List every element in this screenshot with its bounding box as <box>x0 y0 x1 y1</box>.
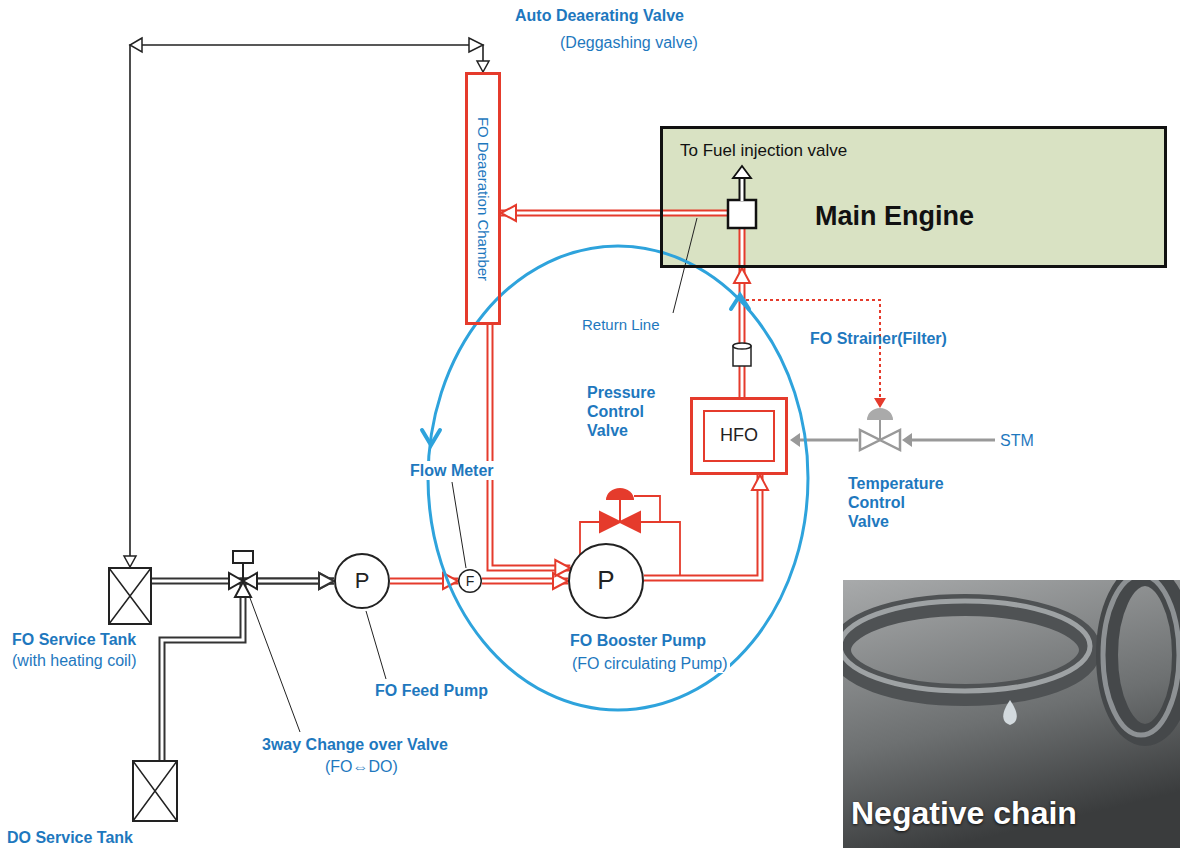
pipe-line <box>644 475 760 578</box>
valve-actuator <box>233 551 253 563</box>
service-tank: DO Service Tank <box>132 760 178 822</box>
loop-arrow <box>731 295 749 309</box>
callout-label: Auto Deaerating Valve <box>515 6 684 25</box>
callout-label: (Deggashing valve) <box>560 33 698 52</box>
node-text: (with heating coil) <box>12 651 137 670</box>
node-text: Negative chain <box>851 794 1077 832</box>
arrow-head <box>124 556 136 567</box>
service-tank: FO Service Tank(with heating coil) <box>108 567 152 625</box>
callout-label: FO Feed Pump <box>375 681 488 700</box>
valve-stem <box>879 420 881 440</box>
pipe-line <box>162 581 334 760</box>
pipe-line <box>741 268 744 397</box>
temperature-valve <box>880 430 900 450</box>
engine-box: To Fuel injection valveMain Engine <box>660 126 1167 268</box>
temperature-valve <box>860 430 880 450</box>
callout-label: Pressure Control Valve <box>587 383 667 441</box>
callout-label: Return Line <box>580 316 662 334</box>
flow-meter-symbol: F <box>458 569 482 593</box>
pipe-line <box>501 210 660 217</box>
pipe-line <box>739 268 746 397</box>
circle-outline <box>335 554 389 608</box>
loop-arrow <box>422 430 440 445</box>
callout-label: FO Booster Pump <box>570 631 706 650</box>
deaerating-valve <box>469 38 483 52</box>
strainer-symbol <box>733 343 751 349</box>
pressure-valve <box>600 512 620 532</box>
node-text: P <box>334 553 390 609</box>
circle-outline <box>459 570 482 593</box>
tank-cross <box>109 568 151 624</box>
deaeration-chamber: FO Deaeration Chamber <box>465 72 501 325</box>
arrow-head <box>477 61 489 72</box>
circle-outline <box>569 544 643 618</box>
pipe-connector <box>644 475 768 578</box>
pressure-valve <box>620 512 640 532</box>
pump-symbol: P <box>334 553 390 609</box>
pipe-line <box>490 325 570 568</box>
steam-line <box>910 439 995 442</box>
signal-line <box>746 300 880 398</box>
pipe-line <box>644 475 760 578</box>
chain-link <box>1103 580 1179 735</box>
injection-pump <box>728 200 756 228</box>
node-text: FO Deaeration Chamber <box>474 116 492 280</box>
node-text: F <box>458 569 482 593</box>
pipe-line <box>490 325 570 568</box>
pipe-connector <box>734 268 750 397</box>
pipe-connector <box>490 325 570 576</box>
pipe-line <box>162 581 334 760</box>
node-text: FO Service Tank <box>12 630 136 649</box>
arrow-head <box>501 205 516 221</box>
valve-stem <box>242 563 244 581</box>
engine-fill <box>660 126 1167 268</box>
injection-line <box>741 176 744 201</box>
arrow-head <box>319 573 334 589</box>
callout-label: Flow Meter <box>408 461 496 480</box>
tank-cross <box>133 761 177 821</box>
pipe-connector <box>162 573 334 760</box>
injection-line <box>739 176 746 200</box>
three-way-valve <box>235 582 251 597</box>
node-text: To Fuel injection valve <box>680 141 847 161</box>
line-arrow <box>130 38 142 52</box>
node-text: DO Service Tank <box>7 828 133 847</box>
chain-link <box>843 601 1090 691</box>
signal-arrow <box>874 398 886 408</box>
arrow-head <box>555 560 570 576</box>
chain-photo <box>843 580 1180 735</box>
callout-label: Temperature Control Valve <box>848 474 948 532</box>
steam-arrow <box>902 433 912 447</box>
valve-stem <box>619 500 621 522</box>
pipe-connector <box>501 205 660 221</box>
valve-actuator <box>867 408 893 420</box>
callout-label: FO Strainer(Filter) <box>810 329 947 348</box>
arrow-head <box>734 268 750 283</box>
node-text: Main Engine <box>815 200 974 232</box>
water-drop <box>1003 700 1017 725</box>
photo-panel: Negative chain <box>843 580 1180 848</box>
arrow-head <box>752 475 768 490</box>
pipe-line <box>501 212 660 215</box>
pipe-connector <box>124 45 489 567</box>
node-text: P <box>568 543 644 619</box>
callout-label: STM <box>1000 431 1034 450</box>
heater-box: HFO <box>690 397 788 475</box>
steam-arrow <box>790 433 800 447</box>
callout-label: (FO circulating Pump) <box>570 654 730 673</box>
callout-label: (FO⇔DO) <box>325 757 398 776</box>
callout-label: 3way Change over Valve <box>262 735 448 754</box>
valve-actuator <box>606 488 634 500</box>
injection-arrow <box>733 166 751 178</box>
pump-symbol: P <box>568 543 644 619</box>
pipe-line <box>130 45 483 567</box>
arrow-head <box>319 573 334 589</box>
node-text: HFO <box>703 410 775 462</box>
